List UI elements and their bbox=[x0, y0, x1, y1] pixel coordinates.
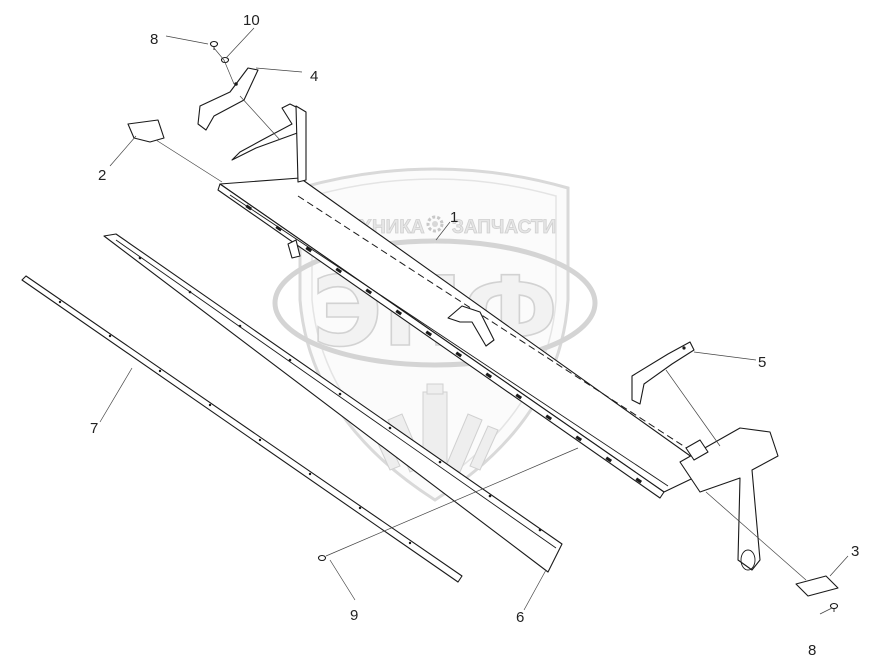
part-8-bolt-top bbox=[209, 40, 219, 50]
part-8-bolt-bottom bbox=[829, 602, 839, 612]
callout-10: 10 bbox=[243, 12, 260, 29]
callout-2: 2 bbox=[98, 167, 106, 184]
part-5-bracket bbox=[631, 341, 695, 405]
frame-slot-row bbox=[245, 204, 643, 484]
watermark-text-right: ЗАПЧАСТИ bbox=[452, 217, 556, 238]
strip-7-holes bbox=[58, 300, 412, 545]
leader-lines bbox=[99, 27, 849, 615]
callout-6: 6 bbox=[516, 609, 524, 626]
callout-5: 5 bbox=[758, 354, 766, 371]
part-7-strip bbox=[21, 275, 463, 583]
part-1-frame bbox=[217, 103, 779, 571]
part-3-plate bbox=[795, 575, 839, 597]
watermark-gear-icon bbox=[426, 215, 444, 233]
callout-9: 9 bbox=[350, 607, 358, 624]
callout-3: 3 bbox=[851, 543, 859, 560]
callout-8-bottom: 8 bbox=[808, 642, 816, 659]
callouts: 1 2 3 4 5 6 7 8 8 9 10 bbox=[90, 12, 859, 659]
sheet-6-holes bbox=[138, 256, 542, 532]
part-9-bolt bbox=[317, 554, 327, 562]
part-6-sheet bbox=[103, 233, 563, 573]
part-4-bracket bbox=[197, 67, 259, 131]
callout-1: 1 bbox=[450, 209, 458, 226]
part-2-plate bbox=[127, 119, 165, 143]
callout-8-top: 8 bbox=[150, 31, 158, 48]
callout-7: 7 bbox=[90, 420, 98, 437]
callout-4: 4 bbox=[310, 68, 318, 85]
